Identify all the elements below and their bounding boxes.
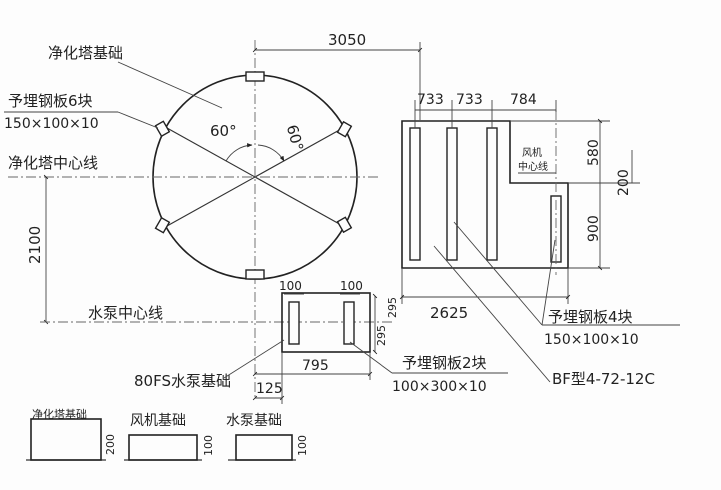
dim-733b-text: 733: [456, 92, 483, 108]
angle-label-right: 60°: [283, 123, 307, 153]
section-pump-block: [235, 434, 293, 461]
pump-plate-left: [288, 301, 300, 345]
tower-plate-lower-left: [154, 216, 171, 234]
pump-foundation: [281, 292, 371, 353]
dim-2100-text: 2100: [26, 226, 44, 264]
section-fan-label: 风机基础: [130, 412, 186, 429]
angle-arc-right: [257, 144, 285, 162]
section-pump-height: 100: [296, 435, 309, 456]
tower-plates-leader: [117, 111, 159, 129]
tower-foundation: 60° 60°: [152, 40, 358, 400]
fan-model-leader: [433, 245, 551, 383]
dim-900-text: 900: [586, 215, 602, 242]
dim-784-text: 784: [510, 92, 537, 108]
pump-plate-right: [343, 301, 355, 345]
tower-plates-size: 150×100×10: [4, 116, 99, 132]
fan-plates-leader-b: [541, 239, 556, 326]
fan-model-label: BF型4-72-12C: [552, 370, 655, 388]
pump-plates-size: 100×300×10: [392, 379, 487, 395]
dim-795-text: 795: [302, 358, 329, 374]
pump-plates-leader: [349, 341, 393, 374]
section-fan-height: 100: [202, 435, 215, 456]
fan-plates-leader-a: [453, 221, 543, 326]
tower-plate-top: [245, 71, 265, 82]
pump-plates-label: 予埋钢板2块: [402, 354, 487, 372]
fan-plate-1: [409, 127, 421, 261]
fan-plate-3: [486, 127, 498, 261]
tower-centerline-label: 净化塔中心线: [8, 154, 98, 172]
dim-580-text: 580: [586, 139, 602, 166]
dim-2625-text: 2625: [430, 304, 468, 322]
tower-plate-upper-left: [154, 120, 171, 138]
pump-foundation-label: 80FS水泵基础: [134, 372, 231, 390]
tower-foundation-leader: [117, 61, 223, 109]
section-fan-block: [128, 434, 198, 461]
section-tower-block: [30, 418, 102, 461]
dim-295a-text: 295: [386, 297, 399, 318]
dim-3050-text: 3050: [328, 31, 366, 49]
dim-200-text: 200: [616, 169, 632, 196]
tower-plate-bottom: [245, 269, 265, 280]
dim-295b-text: 295: [375, 325, 388, 346]
tower-foundation-label: 净化塔基础: [48, 44, 123, 62]
fan-centerline-label-1: 风机: [522, 146, 542, 159]
fan-centerline-label-2: 中心线: [518, 160, 548, 173]
fan-plates-size: 150×100×10: [544, 332, 639, 348]
section-tower-label: 净化塔基础: [32, 407, 87, 421]
fan-foundation-outline: [401, 120, 569, 269]
fan-plate-2: [446, 127, 458, 261]
dim-100a-text: 100: [279, 279, 302, 293]
angle-arc-left: [225, 143, 253, 162]
dim-733a-text: 733: [417, 92, 444, 108]
fan-plates-label: 予埋钢板4块: [548, 308, 633, 326]
dim-100b-text: 100: [340, 279, 363, 293]
pump-foundation-leader: [223, 339, 285, 379]
pump-foundation-outline: [281, 292, 371, 353]
angle-label-left: 60°: [210, 122, 237, 140]
section-pump-label: 水泵基础: [226, 412, 282, 429]
tower-plate-lower-right: [336, 216, 353, 234]
section-tower-height: 200: [104, 434, 117, 455]
fan-foundation: [401, 110, 569, 275]
tower-plates-label: 予埋钢板6块: [8, 92, 93, 110]
pump-centerline-label: 水泵中心线: [88, 304, 163, 322]
dim-125-text: 125: [256, 381, 283, 397]
tower-plate-upper-right: [336, 120, 353, 138]
